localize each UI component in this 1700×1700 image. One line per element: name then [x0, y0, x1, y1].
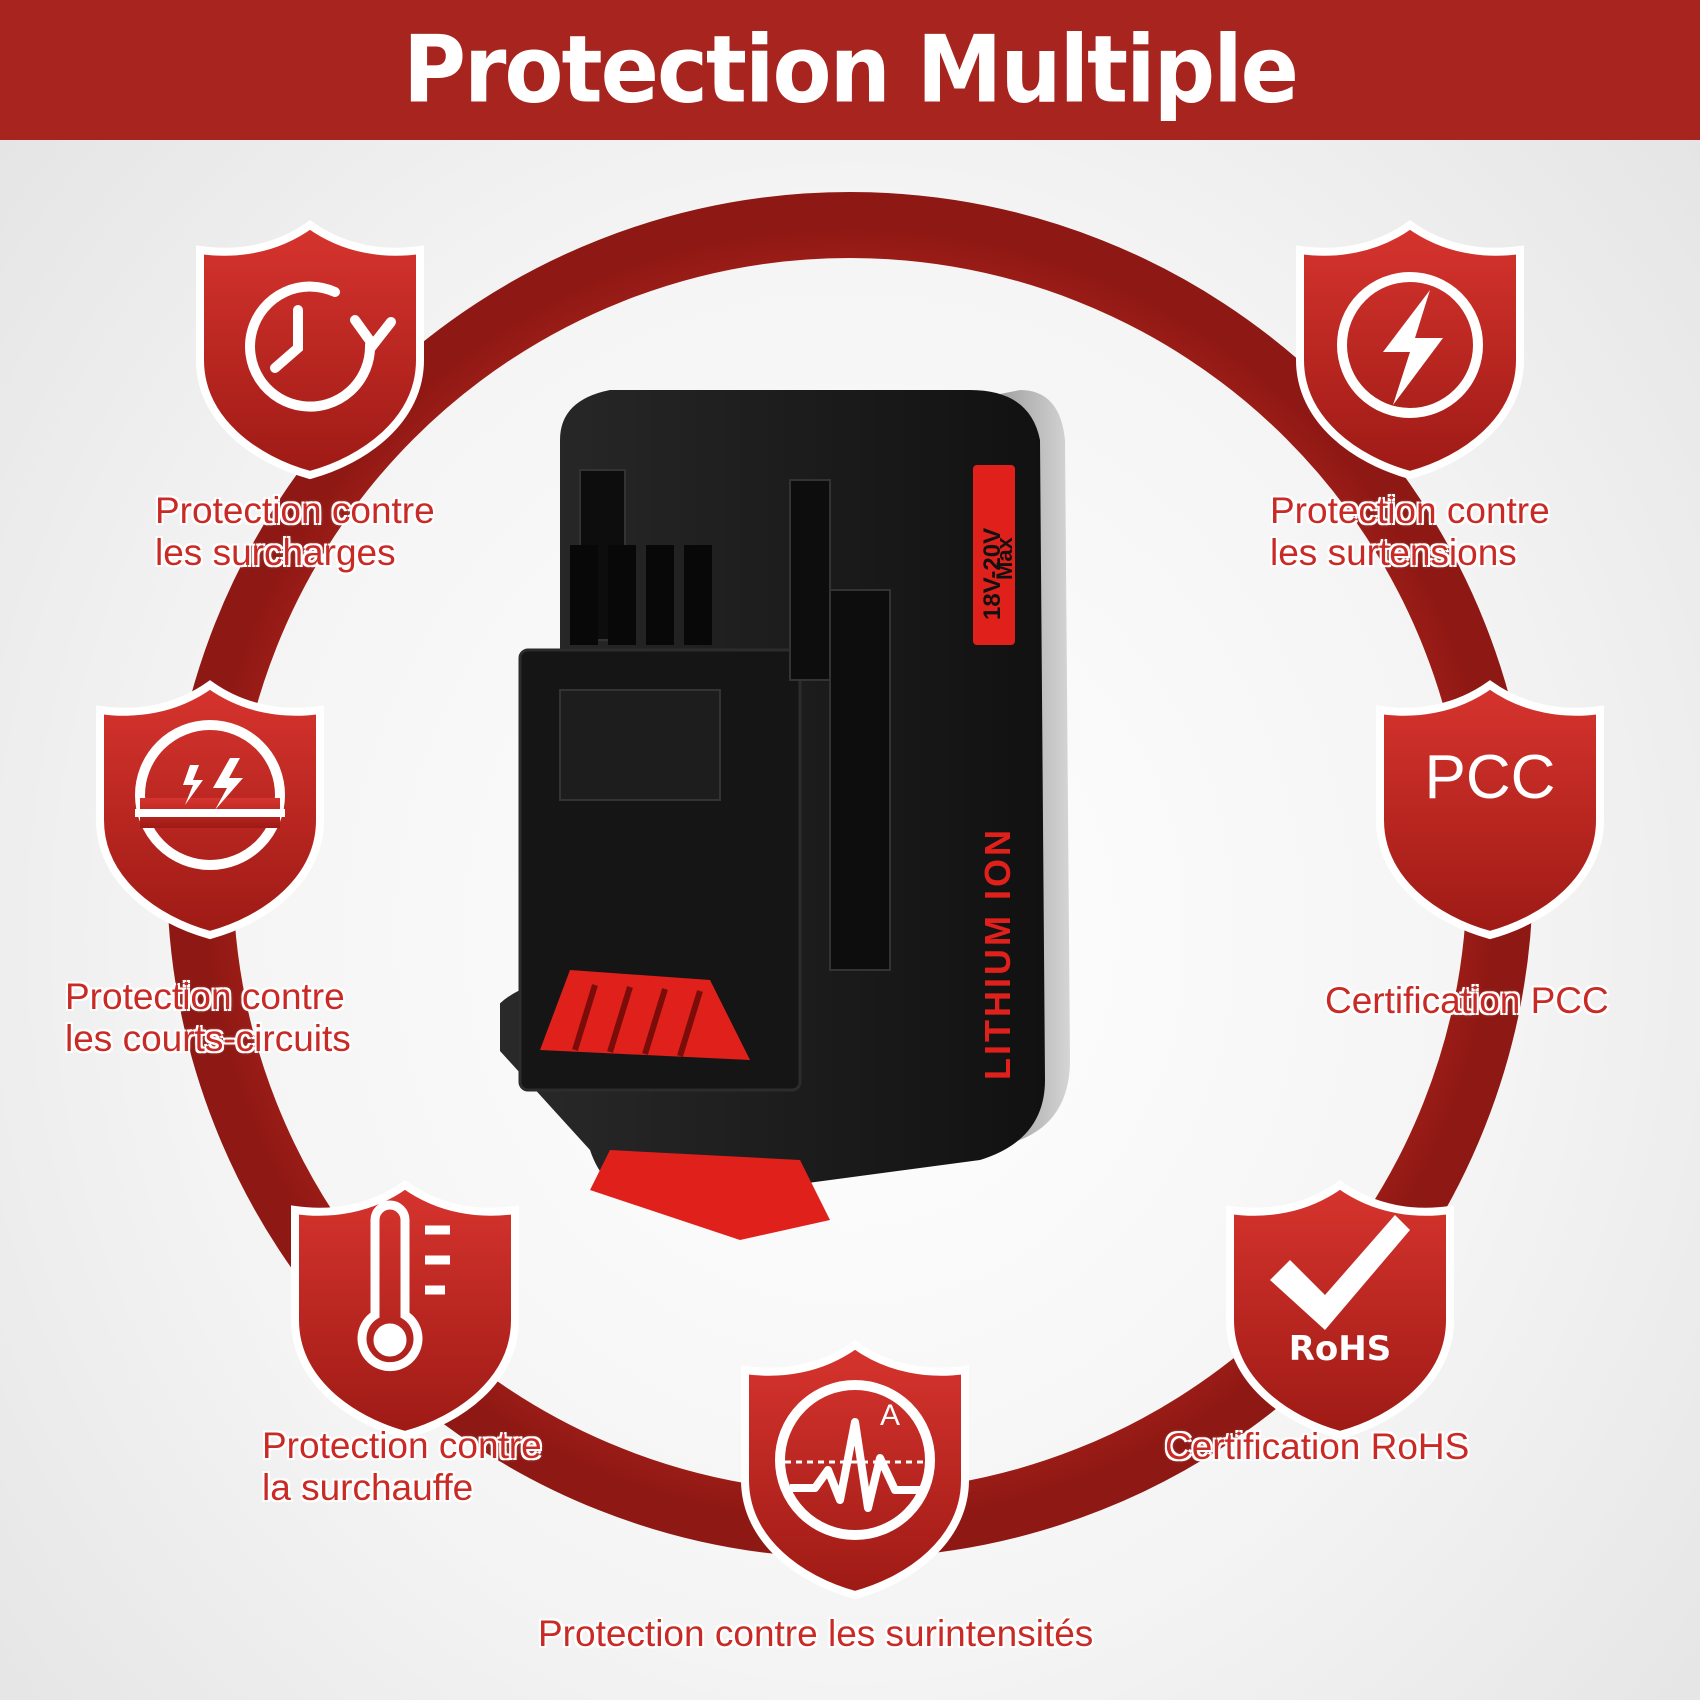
shield-overcurrent: A: [741, 1340, 969, 1600]
clock-refresh-icon: [245, 281, 396, 412]
max-label: Max: [992, 536, 1017, 580]
battery-illustration: 18V-20V Max LITHIUM ION: [500, 390, 1070, 1240]
label-overheat: Protection contre la surchauffe: [262, 1425, 542, 1508]
shield-overvoltage: [1296, 220, 1524, 480]
ammeter-wave-icon: A: [775, 1380, 935, 1540]
page-title: Protection Multiple: [402, 15, 1299, 124]
shield-short-circuit: [96, 680, 324, 940]
shield-overload: [196, 220, 424, 480]
svg-text:RoHS: RoHS: [1289, 1329, 1391, 1369]
voltage-label: 18V-20V: [979, 528, 1006, 620]
label-overload: Protection contre les surcharges: [155, 490, 435, 573]
shield-pcc: PCC: [1376, 680, 1604, 940]
label-overcurrent: Protection contre les surintensités: [538, 1613, 1094, 1654]
label-short-circuit: Protection contre les courts-circuits: [65, 976, 351, 1059]
shield-overheat: [291, 1180, 519, 1440]
shield-rohs: RoHS: [1226, 1180, 1454, 1440]
label-rohs: Certification RoHS: [1165, 1426, 1470, 1467]
label-pcc: Certification PCC: [1325, 980, 1609, 1021]
thermometer-icon: [357, 1200, 450, 1372]
header-banner: Protection Multiple: [0, 0, 1700, 140]
pcc-badge-icon: PCC: [1425, 743, 1556, 812]
label-overvoltage: Protection contre les surtensions: [1270, 490, 1550, 573]
svg-text:A: A: [880, 1399, 900, 1432]
lightning-circle-icon: [1337, 272, 1483, 418]
rohs-check-icon: RoHS: [1270, 1215, 1410, 1369]
lithium-ion-label: LITHIUM ION: [977, 827, 1018, 1080]
short-circuit-icon: [135, 720, 285, 870]
